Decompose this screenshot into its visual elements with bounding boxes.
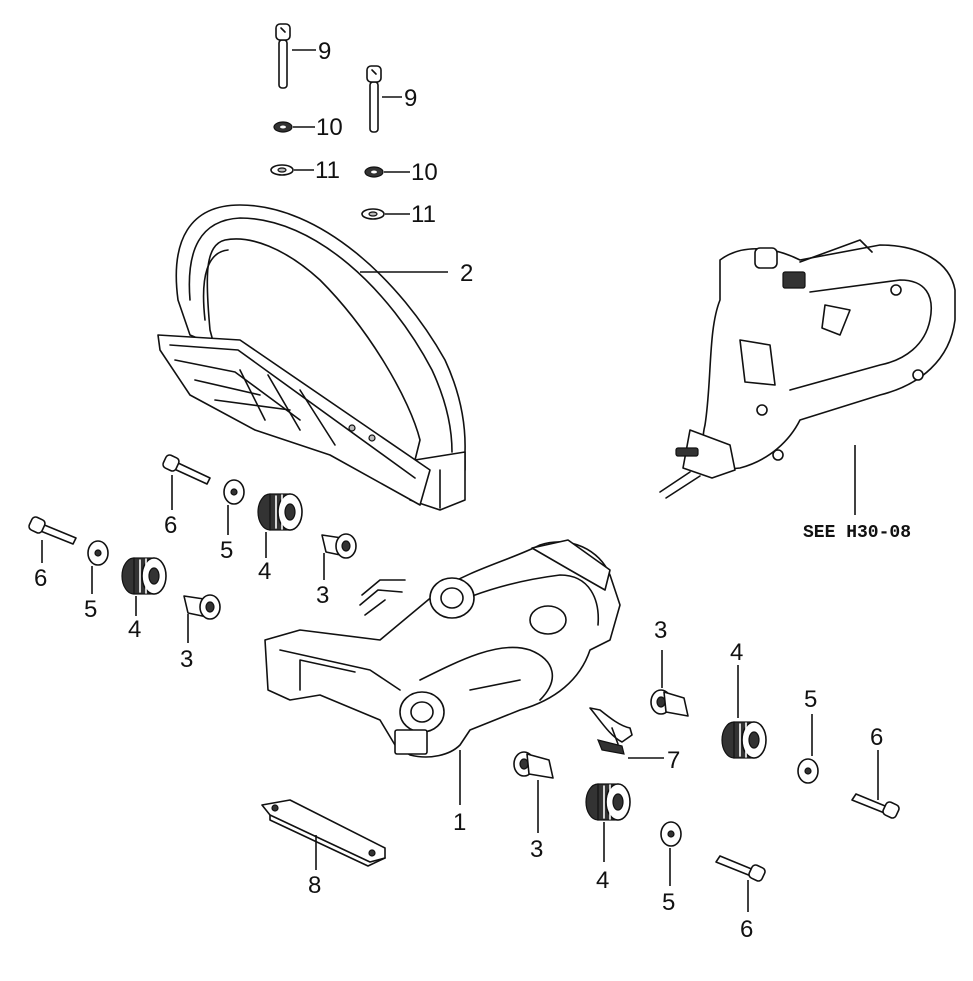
callout-9-right: 9 xyxy=(404,85,417,112)
callout-7: 7 xyxy=(667,747,680,774)
callout-3-left: 3 xyxy=(180,646,193,673)
callout-4-left: 4 xyxy=(128,616,141,643)
part-10-lock-washer-left xyxy=(273,121,293,133)
part-4-rubber-mount-right-lower xyxy=(585,783,631,821)
callout-5-right-upper: 5 xyxy=(804,686,817,713)
callout-10-right: 10 xyxy=(411,159,438,186)
part-2-front-handle xyxy=(157,204,466,511)
part-1-base xyxy=(264,539,621,758)
callout-6-right-lower: 6 xyxy=(740,916,753,943)
callout-5-top: 5 xyxy=(220,537,233,564)
callout-5-right-lower: 5 xyxy=(662,889,675,916)
callout-2: 2 xyxy=(460,260,473,287)
callout-6-top: 6 xyxy=(164,512,177,539)
part-3-sleeve-right-lower xyxy=(513,751,554,779)
part-11-flat-washer-right xyxy=(361,208,385,220)
callout-3-right-lower: 3 xyxy=(530,836,543,863)
callout-10-left: 10 xyxy=(316,114,343,141)
callout-11-right: 11 xyxy=(411,201,436,228)
part-6-bolt-top-left xyxy=(162,454,211,485)
callout-8: 8 xyxy=(308,872,321,899)
part-10-lock-washer-right xyxy=(364,166,384,178)
callout-11-left: 11 xyxy=(315,157,340,184)
callout-4-right-upper: 4 xyxy=(730,639,743,666)
part-5-washer-top-left xyxy=(223,479,245,505)
part-8-plate xyxy=(261,799,386,867)
part-3-sleeve-top xyxy=(321,533,357,559)
part-4-rubber-mount-top xyxy=(257,493,303,531)
part-9-screw-right xyxy=(366,65,382,133)
callout-6-right-upper: 6 xyxy=(870,724,883,751)
part-5-washer-right-upper xyxy=(797,758,819,784)
rear-handle-assembly xyxy=(659,239,956,499)
part-9-screw-left xyxy=(275,23,291,89)
part-3-sleeve-right-upper xyxy=(650,689,689,717)
part-7-clip xyxy=(589,707,633,755)
callout-4-right-lower: 4 xyxy=(596,867,609,894)
part-11-flat-washer-left xyxy=(270,164,294,176)
part-4-rubber-mount-right-upper xyxy=(721,721,767,759)
part-6-bolt-right-lower xyxy=(715,855,766,882)
part-6-bolt-left xyxy=(28,516,77,545)
callout-4-top: 4 xyxy=(258,558,271,585)
callout-5-left: 5 xyxy=(84,596,97,623)
part-5-washer-left xyxy=(87,540,109,566)
callout-9-left: 9 xyxy=(318,38,331,65)
part-5-washer-right-lower xyxy=(660,821,682,847)
callout-1: 1 xyxy=(453,809,466,836)
callout-6-left: 6 xyxy=(34,565,47,592)
callout-3-top: 3 xyxy=(316,582,329,609)
see-reference-label: SEE H30-08 xyxy=(803,523,911,543)
part-4-rubber-mount-left xyxy=(121,557,167,595)
callout-3-right-upper: 3 xyxy=(654,617,667,644)
part-6-bolt-right-upper xyxy=(851,793,900,819)
part-3-sleeve-left xyxy=(183,594,221,620)
